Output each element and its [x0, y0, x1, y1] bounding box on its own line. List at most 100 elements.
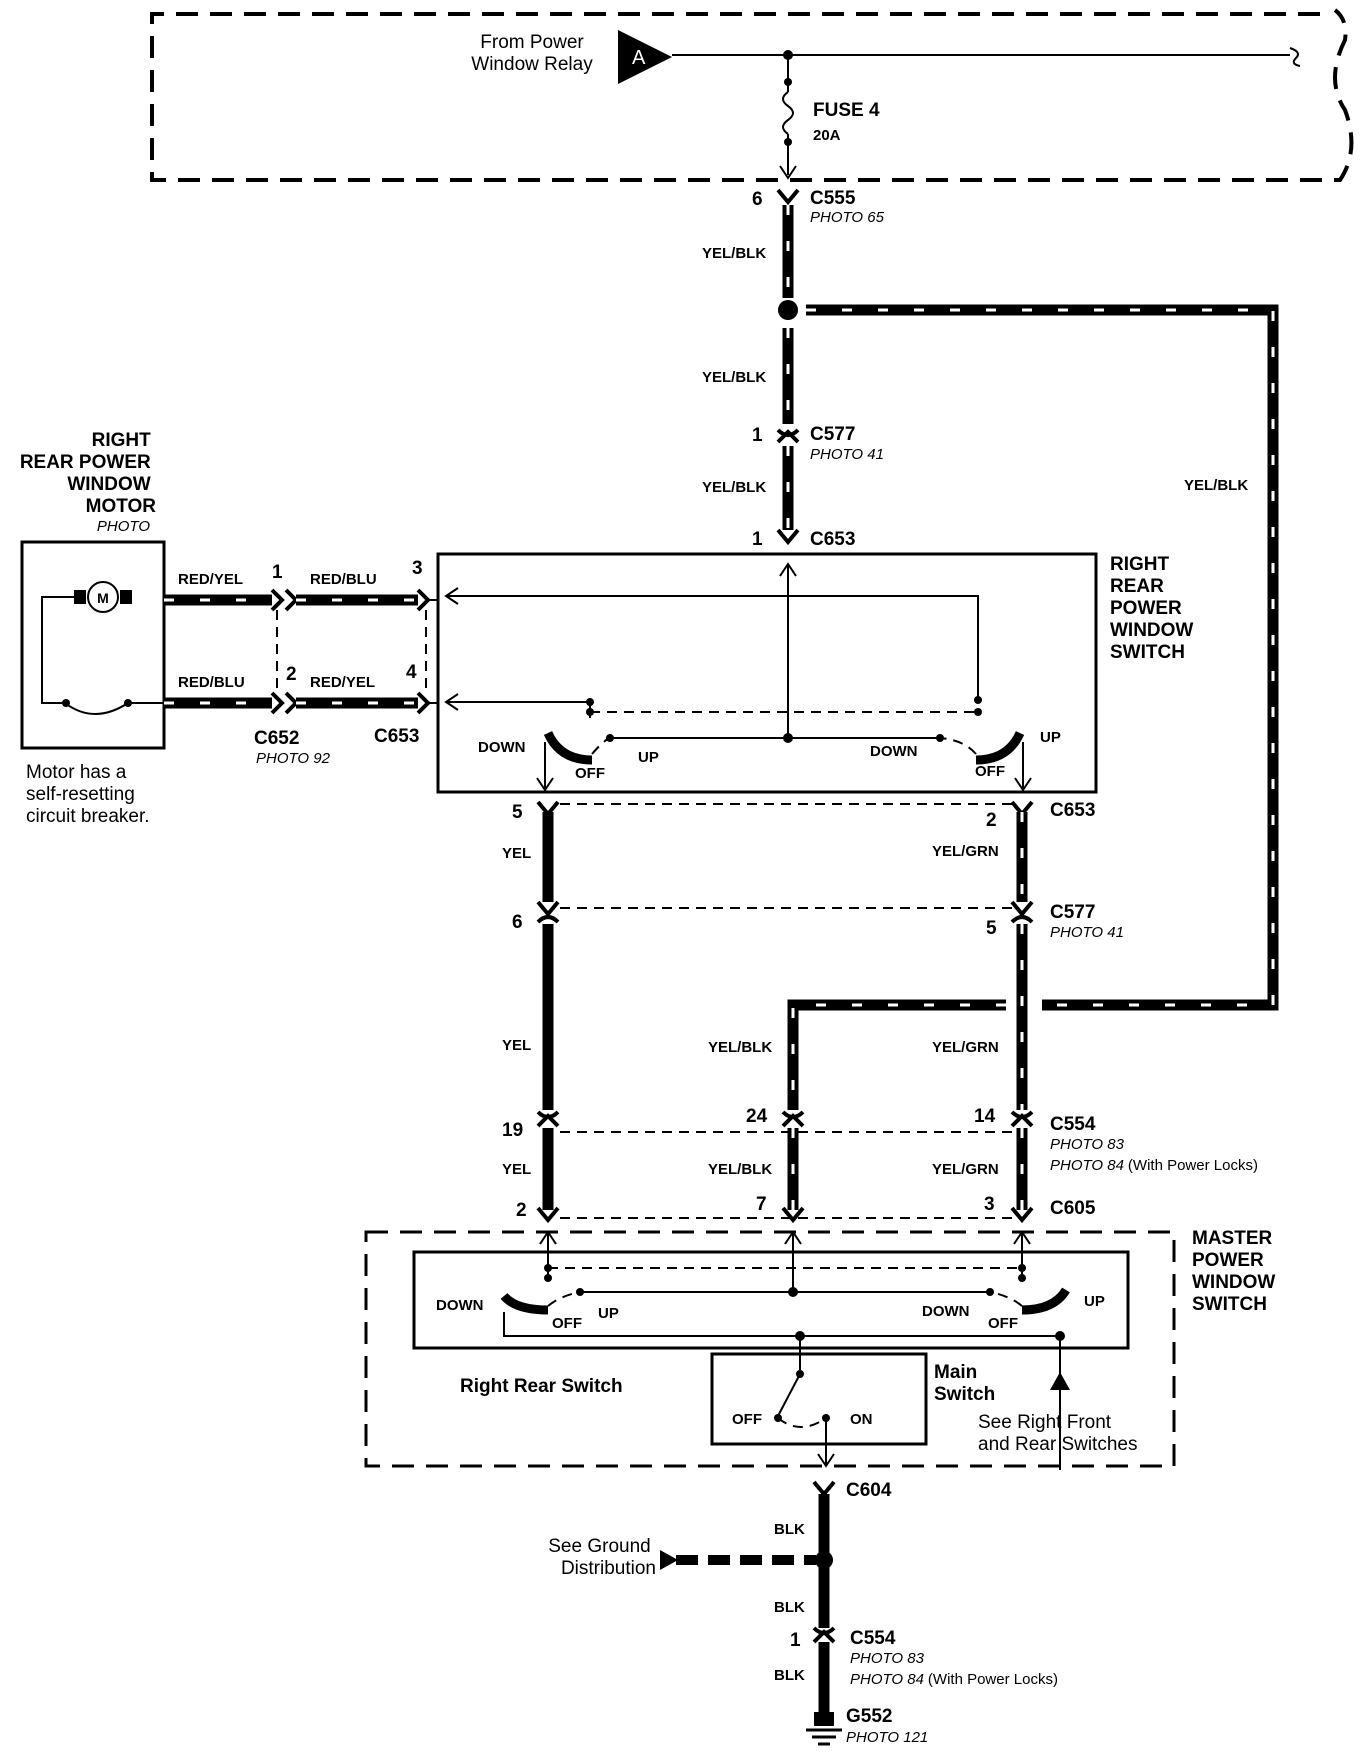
- motor-note: Motor has a self-resetting circuit break…: [26, 762, 150, 827]
- svg-text:C652: C652: [254, 728, 299, 749]
- connector-c577-top: 1 C577 PHOTO 41: [752, 424, 884, 463]
- relay-marker-label: A: [632, 47, 646, 69]
- svg-text:OFF: OFF: [975, 763, 1005, 780]
- bus-break: [1289, 47, 1301, 67]
- svg-text:C554: C554: [1050, 1114, 1096, 1135]
- svg-text:2: 2: [286, 664, 297, 685]
- svg-text:C653: C653: [810, 529, 855, 550]
- svg-text:PHOTO 83: PHOTO 83: [1050, 1136, 1125, 1153]
- connector-c554-mid: 19 24 14 C554 PHOTO 83 PHOTO 84(With Pow…: [502, 1106, 1258, 1174]
- wire-yel-blk-loop: [806, 304, 1279, 1011]
- svg-text:YEL/BLK: YEL/BLK: [708, 1161, 772, 1178]
- main-switch-label: Main Switch: [934, 1362, 995, 1405]
- svg-text:YEL/BLK: YEL/BLK: [708, 1039, 772, 1056]
- svg-text:PHOTO 83: PHOTO 83: [850, 1650, 925, 1667]
- rr-switch-label: Right Rear Switch: [460, 1376, 623, 1397]
- svg-text:PHOTO 84(With Power Locks): PHOTO 84(With Power Locks): [850, 1671, 1058, 1688]
- ground-distribution-note: See Ground Distribution: [548, 1536, 656, 1579]
- svg-text:C653: C653: [374, 726, 419, 747]
- connector-c555: 6 C555 PHOTO 65: [752, 188, 885, 226]
- fuse-box-outline: [150, 8, 1354, 182]
- rr-switch-inner-box: [412, 1250, 1130, 1350]
- svg-text:G552: G552: [846, 1706, 892, 1727]
- svg-text:C577: C577: [810, 424, 855, 445]
- wire-label: YEL/BLK: [1184, 477, 1248, 494]
- svg-text:5: 5: [986, 918, 997, 939]
- svg-text:DOWN: DOWN: [870, 743, 918, 760]
- connector-c605: 2 7 3 C605: [516, 1194, 1096, 1224]
- svg-text:1: 1: [272, 562, 283, 583]
- motor-box: [20, 540, 166, 750]
- motor-symbol: [87, 581, 119, 613]
- svg-text:RED/BLU: RED/BLU: [178, 674, 245, 691]
- connector-c577-mid: 6 5 C577 PHOTO 41: [512, 900, 1124, 941]
- svg-text:C605: C605: [1050, 1198, 1096, 1219]
- svg-text:C604: C604: [846, 1480, 892, 1501]
- svg-text:YEL: YEL: [502, 1037, 531, 1054]
- svg-text:2: 2: [516, 1200, 527, 1221]
- ground-symbol: G552 PHOTO 121: [806, 1706, 928, 1746]
- fuse-name: FUSE 4: [813, 100, 880, 121]
- wire-label: YEL/BLK: [702, 479, 766, 496]
- motor-photo: PHOTO: [97, 518, 150, 535]
- see-front-rear-note: See Right Front and Rear Switches: [978, 1412, 1137, 1455]
- svg-text:UP: UP: [598, 1305, 619, 1322]
- svg-text:6: 6: [512, 912, 523, 933]
- svg-text:OFF: OFF: [988, 1315, 1018, 1332]
- svg-text:5: 5: [512, 802, 523, 823]
- svg-text:6: 6: [752, 189, 763, 210]
- svg-text:UP: UP: [638, 749, 659, 766]
- relay-marker: [618, 30, 672, 84]
- wire-label: YEL/BLK: [702, 369, 766, 386]
- svg-text:1: 1: [752, 425, 763, 446]
- svg-text:PHOTO 121: PHOTO 121: [846, 1729, 928, 1746]
- svg-text:3: 3: [412, 558, 423, 579]
- svg-text:3: 3: [984, 1194, 995, 1215]
- svg-text:M: M: [97, 590, 109, 606]
- svg-text:14: 14: [974, 1106, 996, 1127]
- svg-text:C555: C555: [810, 188, 856, 209]
- svg-text:19: 19: [502, 1120, 523, 1141]
- rr-switch-title: RIGHT REAR POWER WINDOW SWITCH: [1110, 554, 1199, 663]
- master-switch-title: MASTER POWER WINDOW SWITCH: [1192, 1228, 1281, 1315]
- svg-text:1: 1: [752, 529, 763, 550]
- svg-text:4: 4: [406, 662, 417, 683]
- svg-text:C577: C577: [1050, 902, 1095, 923]
- svg-text:YEL/GRN: YEL/GRN: [932, 1161, 999, 1178]
- svg-text:7: 7: [756, 1194, 767, 1215]
- svg-text:BLK: BLK: [774, 1521, 805, 1538]
- svg-text:DOWN: DOWN: [436, 1297, 484, 1314]
- svg-text:BLK: BLK: [774, 1599, 805, 1616]
- svg-text:YEL: YEL: [502, 845, 531, 862]
- master-switch-outline: [364, 1230, 1176, 1468]
- splice-top: [778, 300, 798, 320]
- svg-text:YEL/GRN: YEL/GRN: [932, 843, 999, 860]
- svg-text:C554: C554: [850, 1628, 896, 1649]
- svg-text:PHOTO 84(With Power Locks): PHOTO 84(With Power Locks): [1050, 1157, 1258, 1174]
- svg-text:C653: C653: [1050, 800, 1095, 821]
- svg-text:BLK: BLK: [774, 1667, 805, 1684]
- rr-switch-box: [436, 552, 1098, 794]
- svg-text:24: 24: [746, 1106, 768, 1127]
- svg-text:UP: UP: [1040, 729, 1061, 746]
- svg-text:PHOTO 65: PHOTO 65: [810, 209, 885, 226]
- connector-c653-top: 1 C653: [752, 528, 855, 550]
- connector-c653-left: 3 4 C653: [374, 558, 431, 747]
- svg-text:PHOTO 41: PHOTO 41: [1050, 924, 1124, 941]
- svg-text:RED/BLU: RED/BLU: [310, 571, 377, 588]
- motor-title: RIGHT REAR POWER WINDOW MOTOR: [20, 430, 156, 517]
- svg-text:OFF: OFF: [575, 765, 605, 782]
- svg-text:RED/YEL: RED/YEL: [310, 674, 375, 691]
- svg-text:YEL/GRN: YEL/GRN: [932, 1039, 999, 1056]
- svg-text:2: 2: [986, 810, 997, 831]
- svg-text:PHOTO 92: PHOTO 92: [256, 750, 331, 767]
- connector-c653-bottom: 5 2 C653: [512, 800, 1095, 831]
- connector-c652: 1 2 C652 PHOTO 92: [254, 562, 331, 767]
- svg-text:RED/YEL: RED/YEL: [178, 571, 243, 588]
- svg-text:DOWN: DOWN: [478, 739, 526, 756]
- svg-text:UP: UP: [1084, 1293, 1105, 1310]
- fuse-rating: 20A: [813, 127, 841, 144]
- svg-text:PHOTO 41: PHOTO 41: [810, 446, 884, 463]
